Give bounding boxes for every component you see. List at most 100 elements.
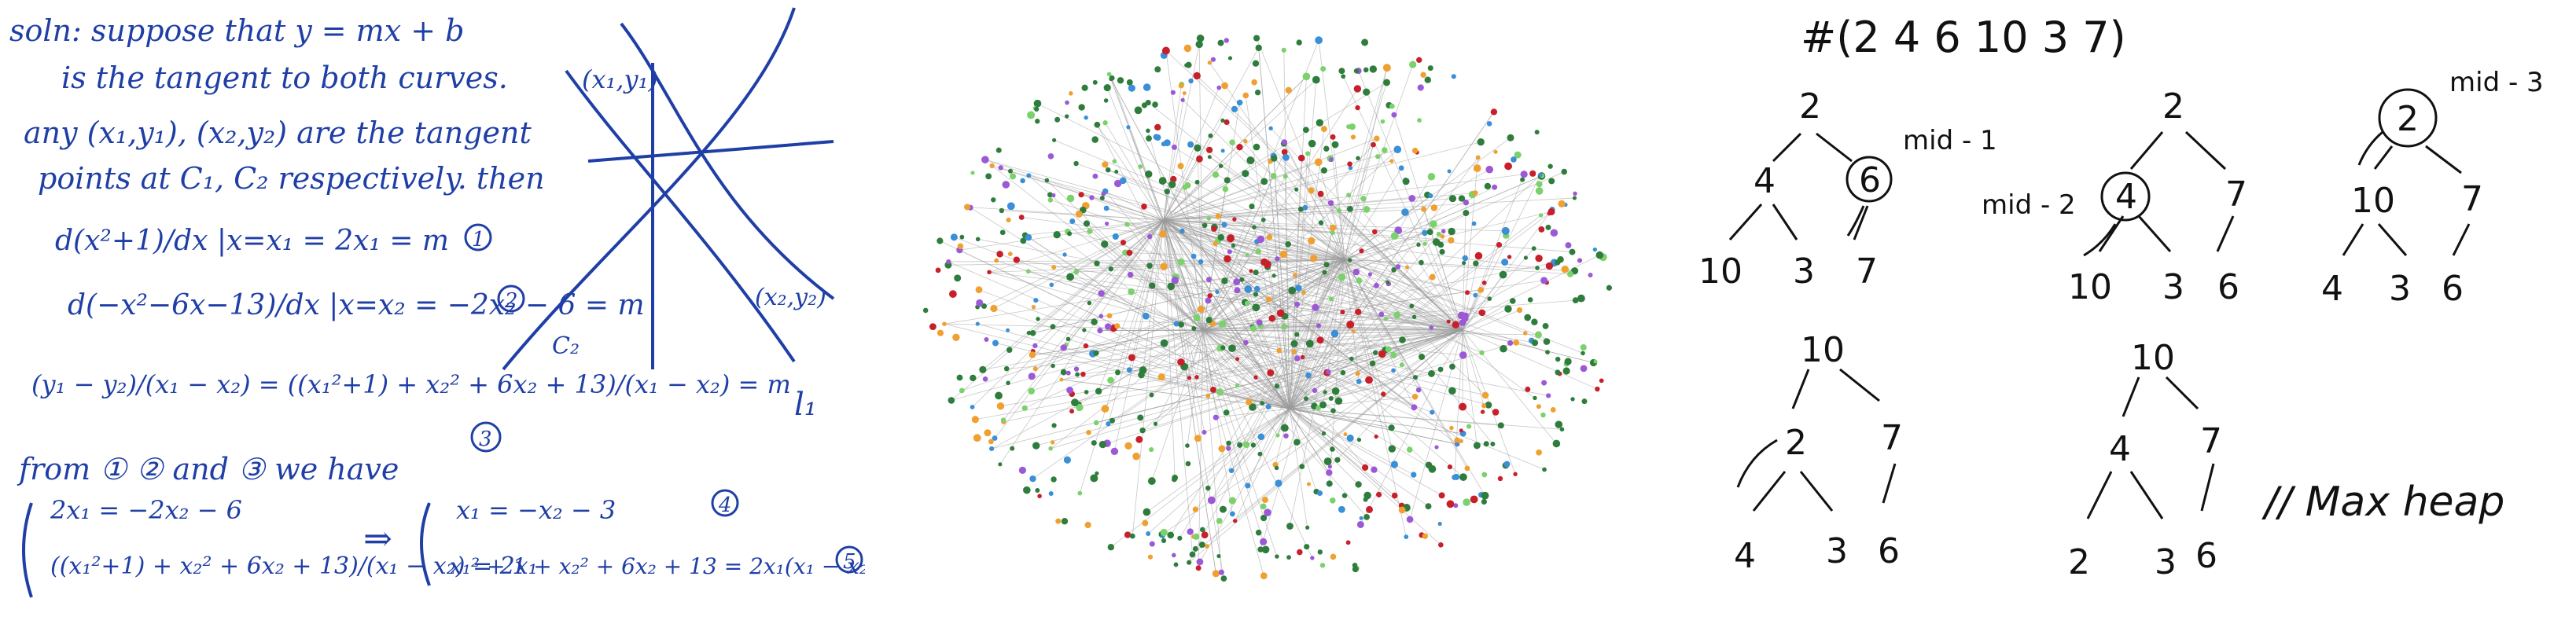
graph-node <box>1249 203 1255 210</box>
graph-edge <box>1080 194 1463 331</box>
graph-edge <box>1163 219 1386 351</box>
graph-node <box>1207 61 1213 65</box>
graph-edge <box>1192 329 1463 555</box>
graph-node <box>1033 297 1039 303</box>
graph-node <box>954 274 962 282</box>
graph-node <box>1036 317 1040 321</box>
graph-node <box>1305 151 1311 156</box>
graph-node <box>1267 369 1275 376</box>
graph-node <box>998 165 1003 171</box>
graph-node <box>1472 190 1478 196</box>
graph-node <box>1312 75 1320 84</box>
graph-node <box>1159 229 1167 238</box>
graph-node <box>1029 475 1036 483</box>
graph-node <box>1271 155 1278 162</box>
graph-node <box>942 321 947 326</box>
graph-node <box>1525 386 1531 392</box>
graph-node <box>1375 154 1381 160</box>
graph-edge <box>1163 219 1319 326</box>
graph-node <box>989 163 995 169</box>
graph-node <box>1178 83 1184 89</box>
graph-edge <box>1051 329 1463 450</box>
graph-node <box>1386 280 1390 284</box>
tree-2-right-left: 6 <box>2217 267 2239 307</box>
graph-node <box>1266 233 1273 240</box>
graph-edge <box>1105 191 1165 221</box>
graph-node <box>1194 375 1199 380</box>
graph-edge <box>1202 262 1555 331</box>
math-line-3: any (x₁,y₁), (x₂,y₂) are the tangent <box>24 116 532 150</box>
graph-node <box>1363 88 1371 96</box>
graph-node <box>1018 466 1026 474</box>
graph-node <box>1369 65 1378 73</box>
graph-edge <box>1127 224 1204 331</box>
graph-node <box>1208 133 1213 138</box>
graph-node <box>1331 387 1340 395</box>
graph-node <box>1129 533 1135 539</box>
graph-node <box>1328 396 1334 402</box>
graph-node <box>984 337 989 343</box>
graph-node <box>1369 360 1376 367</box>
tree-1-highlight-circle <box>1846 156 1893 203</box>
graph-edge <box>1318 162 1345 260</box>
graph-edge <box>1099 329 1204 332</box>
graph-node <box>1330 230 1335 236</box>
graph-node <box>1188 78 1194 84</box>
graph-node <box>1161 141 1167 147</box>
graph-edge <box>1163 161 1319 221</box>
graph-node <box>1302 72 1311 81</box>
graph-edge <box>1344 167 1402 260</box>
graph-node <box>1345 540 1351 545</box>
graph-node <box>1481 403 1487 409</box>
graph-node <box>1098 290 1105 297</box>
tree-1 <box>1728 132 1893 240</box>
graph-edge <box>1128 219 1165 370</box>
graph-node <box>1440 234 1445 239</box>
graph-node <box>1227 249 1232 255</box>
graph-node <box>956 374 963 381</box>
equation-2-tag-circle <box>497 284 525 313</box>
graph-node <box>1101 240 1109 248</box>
graph-node <box>1220 575 1227 582</box>
graph-node <box>1276 309 1285 318</box>
graph-node <box>1337 207 1341 213</box>
graph-node <box>1319 563 1326 568</box>
graph-edge <box>1344 259 1466 316</box>
graph-node <box>1253 269 1259 276</box>
graph-node <box>1249 269 1253 273</box>
graph-edge <box>1209 62 1345 260</box>
graph-edge <box>1198 329 1204 568</box>
graph-node <box>1524 314 1532 321</box>
graph-node <box>1352 268 1360 276</box>
graph-node <box>1173 562 1179 567</box>
graph-edge <box>1147 408 1290 534</box>
graph-edge <box>1202 329 1367 518</box>
graph-node <box>1448 237 1455 244</box>
graph-node <box>976 299 984 307</box>
graph-node <box>1415 387 1422 393</box>
graph-node <box>1580 365 1588 373</box>
graph-node <box>1205 317 1213 324</box>
graph-edge <box>1211 408 1290 501</box>
tree-4-left-left: 4 <box>1734 536 1756 576</box>
graph-node <box>1227 234 1235 243</box>
graph-node <box>1340 310 1345 315</box>
graph-node <box>1343 432 1348 437</box>
graph-edge <box>1147 102 1345 260</box>
graph-node <box>1187 528 1194 535</box>
graph-edge <box>1163 191 1168 221</box>
graph-edge <box>1344 259 1493 445</box>
tangent-line-l1 <box>565 69 796 363</box>
graph-node <box>1170 90 1176 95</box>
graph-edge <box>1289 158 1302 409</box>
graph-node <box>1126 249 1133 256</box>
graph-node <box>1177 535 1183 541</box>
graph-node <box>1459 402 1467 411</box>
graph-node <box>1149 282 1156 289</box>
graph-node <box>1069 91 1073 96</box>
graph-node <box>1361 39 1369 46</box>
graph-node <box>1051 264 1057 270</box>
graph-node <box>1062 252 1067 257</box>
graph-node <box>1114 323 1121 329</box>
graph-node <box>1134 106 1143 115</box>
